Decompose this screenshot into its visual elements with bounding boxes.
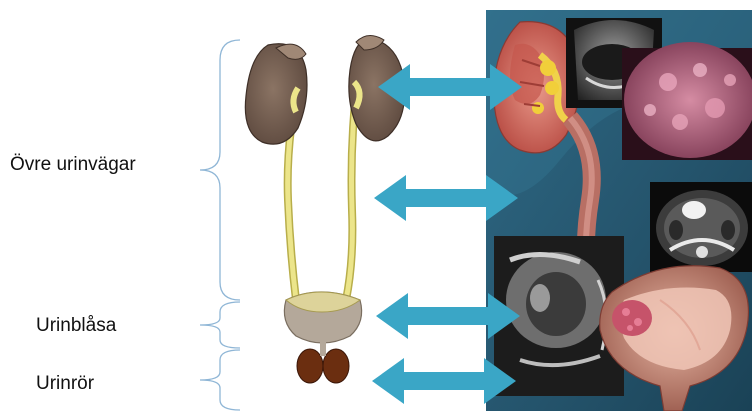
label-urethra: Urinrör — [36, 373, 94, 395]
medical-images-panel — [486, 10, 752, 411]
schematic-bladder — [284, 292, 361, 343]
ct-scan-image — [650, 182, 752, 272]
left-kidney — [245, 44, 307, 144]
bracket-bladder-icon — [200, 302, 240, 348]
bracket-urethra-icon — [200, 350, 240, 410]
schematic-urethra — [297, 340, 349, 383]
label-urinary-bladder: Urinblåsa — [36, 315, 116, 337]
bracket-upper-tract-icon — [200, 40, 240, 300]
endoscopy-image — [622, 42, 752, 160]
label-upper-urinary-tract: Övre urinvägar — [10, 154, 136, 176]
brackets — [200, 40, 240, 410]
